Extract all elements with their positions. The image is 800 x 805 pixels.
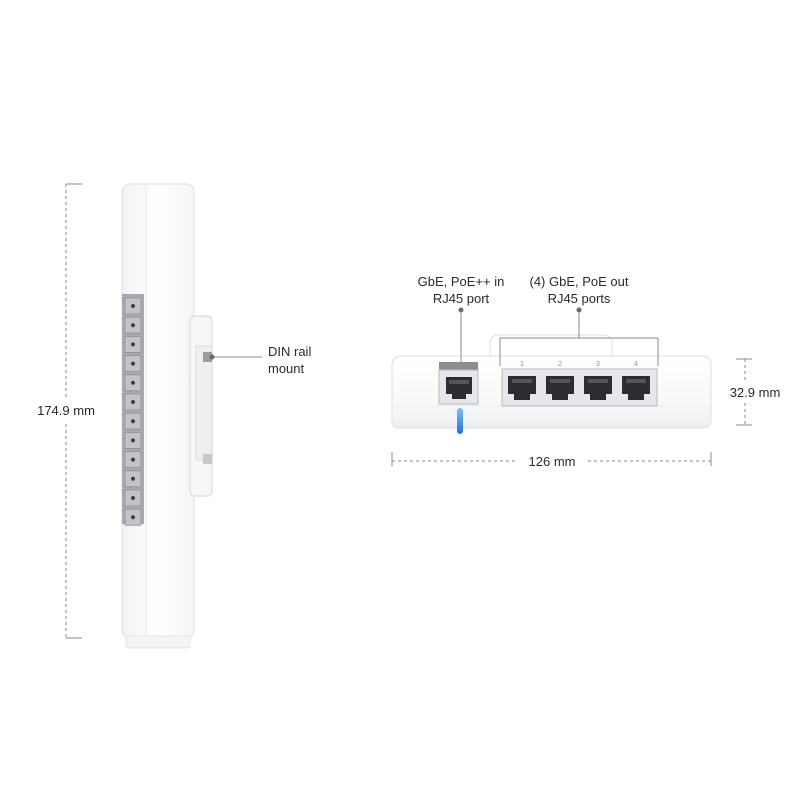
poe-out-callout: (4) GbE, PoE out RJ45 ports [516, 273, 642, 307]
depth-dimension-line [736, 358, 752, 426]
poe-in-port [438, 362, 479, 405]
poe-out-port-bank [501, 368, 658, 407]
vent-hole [131, 380, 135, 385]
width-value: 126 mm [528, 454, 576, 469]
vent-hole [131, 323, 135, 328]
depth-value: 32.9 mm [729, 385, 781, 400]
height-dimension-line [65, 183, 82, 639]
din-rail-callout-line2: mount [268, 361, 305, 376]
poe-out-callout-line1: (4) GbE, PoE out [529, 274, 629, 289]
vent-hole [131, 438, 135, 443]
depth-dimension-label: 32.9 mm [720, 384, 790, 401]
din-rail-leader-dot [209, 354, 215, 360]
poe-in-callout-line1: GbE, PoE++ in [417, 274, 505, 289]
poe-in-callout-line2: RJ45 port [432, 291, 490, 306]
poe-out-port [584, 376, 612, 400]
vent-hole [131, 457, 135, 462]
port-number-labels: 1 2 3 4 [520, 360, 639, 368]
width-dimension-line [391, 452, 712, 466]
height-dimension-label: 174.9 mm [30, 402, 102, 419]
din-rail-bracket [189, 315, 213, 497]
poe-out-port [546, 376, 574, 400]
width-dimension-label: 126 mm [516, 453, 588, 470]
front-view-device: 1 2 3 4 [391, 307, 752, 466]
poe-in-callout: GbE, PoE++ in RJ45 port [405, 273, 517, 307]
vent-hole [131, 496, 135, 500]
din-rail-callout: DIN rail mount [268, 343, 311, 377]
poe-out-port [508, 376, 536, 400]
status-led [457, 408, 463, 434]
poe-in-leader-line [458, 307, 464, 364]
side-view-device [65, 183, 262, 649]
vent-hole [131, 342, 135, 347]
vent-hole [131, 419, 135, 424]
vent-hole [131, 400, 135, 404]
side-vent-holes [124, 297, 142, 526]
vent-hole [131, 361, 135, 366]
poe-out-port [622, 376, 650, 400]
port-number-label: 2 [558, 360, 562, 368]
port-number-label: 1 [520, 360, 524, 368]
vent-hole [131, 476, 135, 481]
poe-out-callout-line2: RJ45 ports [547, 291, 611, 306]
poe-out-ports [508, 376, 650, 400]
height-value: 174.9 mm [37, 403, 95, 418]
poe-out-bracket-line [499, 307, 659, 366]
vent-hole [131, 515, 135, 520]
port-number-label: 4 [634, 360, 639, 368]
vent-hole [131, 304, 135, 308]
port-number-label: 3 [596, 360, 600, 368]
din-rail-callout-line1: DIN rail [268, 344, 312, 359]
